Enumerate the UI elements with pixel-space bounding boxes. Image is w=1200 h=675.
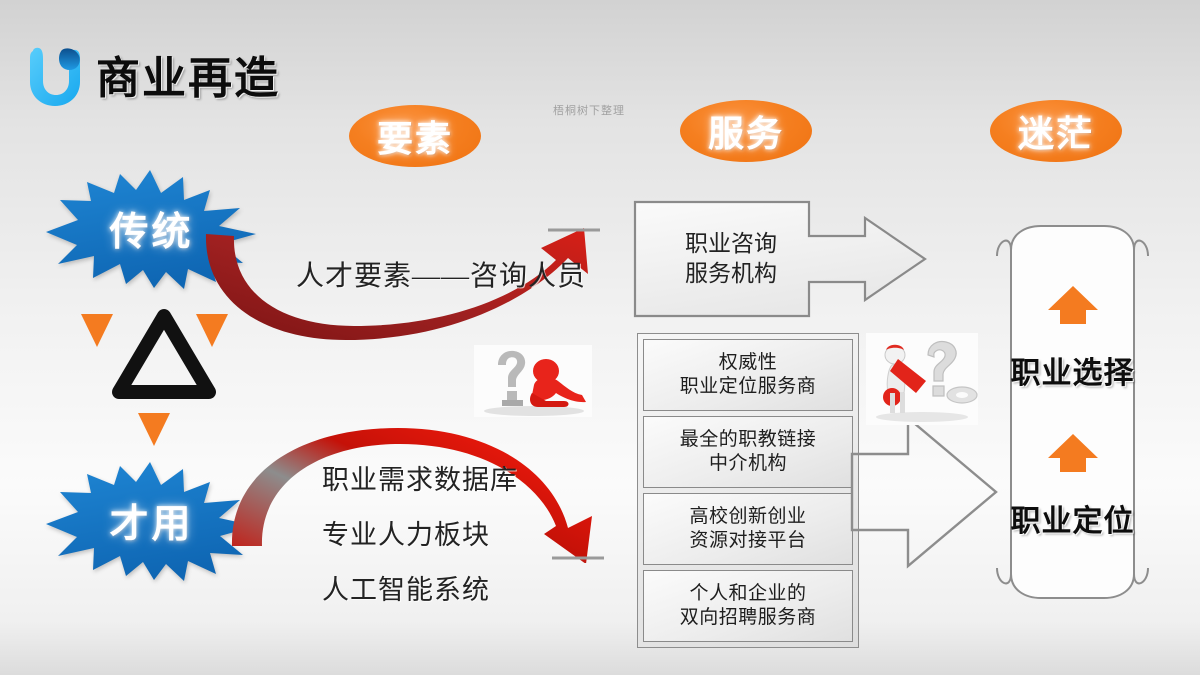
star-badge-traditional: 传统	[44, 168, 259, 290]
star-badge-talent: 才用	[44, 460, 259, 582]
orange-up-arrow-icon-bottom	[1047, 432, 1099, 474]
orange-caret-down-icon-left	[81, 314, 113, 347]
service-box-stack: 权威性 职业定位服务商 最全的职教链接 中介机构 高校创新创业 资源对接平台 个…	[637, 333, 859, 648]
orange-caret-down-icon-right	[196, 314, 228, 347]
red-curved-down-arrow-icon	[200, 418, 640, 564]
column-header-mimang: 迷茫	[990, 100, 1122, 162]
service-box-2-line2: 中介机构	[708, 453, 787, 474]
red-curved-up-arrow-icon	[196, 222, 626, 347]
label-talent-element: 人才要素——咨询人员	[296, 261, 587, 292]
consult-box-line1: 职业咨询	[685, 231, 777, 257]
service-box-2-line1: 最全的职教链接	[679, 428, 817, 450]
consult-box-label: 职业咨询 服务机构	[651, 229, 811, 289]
orange-caret-down-icon-bottom	[138, 413, 170, 446]
person-exclamation-question-icon	[866, 333, 978, 425]
page-title: 商业再造	[96, 54, 280, 103]
star-label-talent: 才用	[109, 503, 194, 546]
service-box-2[interactable]: 最全的职教链接 中介机构	[643, 416, 853, 488]
service-box-1-line2: 职业定位服务商	[679, 376, 817, 397]
outcome-bottom-label: 职业定位	[1010, 505, 1135, 538]
service-box-3-line2: 资源对接平台	[689, 530, 807, 551]
service-box-4-line2: 双向招聘服务商	[679, 607, 817, 628]
column-header-fuwu: 服务	[680, 100, 812, 162]
consult-box-line2: 服务机构	[685, 261, 777, 286]
service-box-4-line1: 个人和企业的	[689, 582, 807, 604]
triangle-arrows-group	[78, 298, 248, 463]
service-box-3-line1: 高校创新创业	[689, 505, 807, 527]
blue-u-logo-icon	[26, 45, 84, 107]
demand-list-item: 专业人力板块	[322, 520, 490, 550]
demand-list-item: 人工智能系统	[322, 575, 490, 605]
outcome-top-label: 职业选择	[1010, 357, 1135, 390]
demand-list-item: 职业需求数据库	[322, 465, 518, 495]
consult-service-arrow-box[interactable]: 职业咨询 服务机构	[633, 200, 928, 318]
black-triangle-outline-icon	[108, 306, 220, 411]
service-box-1-line1: 权威性	[718, 351, 778, 373]
star-label-traditional: 传统	[109, 211, 194, 254]
big-right-arrow-outline-icon	[850, 398, 1000, 588]
orange-up-arrow-icon-top	[1047, 284, 1099, 326]
watermark-text: 梧桐树下整理	[553, 105, 625, 117]
service-box-4[interactable]: 个人和企业的 双向招聘服务商	[643, 570, 853, 642]
service-box-1[interactable]: 权威性 职业定位服务商	[643, 339, 853, 411]
outcome-plaque: 职业选择 职业定位	[985, 222, 1160, 602]
service-box-3[interactable]: 高校创新创业 资源对接平台	[643, 493, 853, 565]
demand-list: 职业需求数据库 专业人力板块 人工智能系统	[322, 458, 518, 623]
red-person-question-mark-icon	[474, 345, 592, 417]
column-header-yaosu: 要素	[349, 105, 481, 167]
